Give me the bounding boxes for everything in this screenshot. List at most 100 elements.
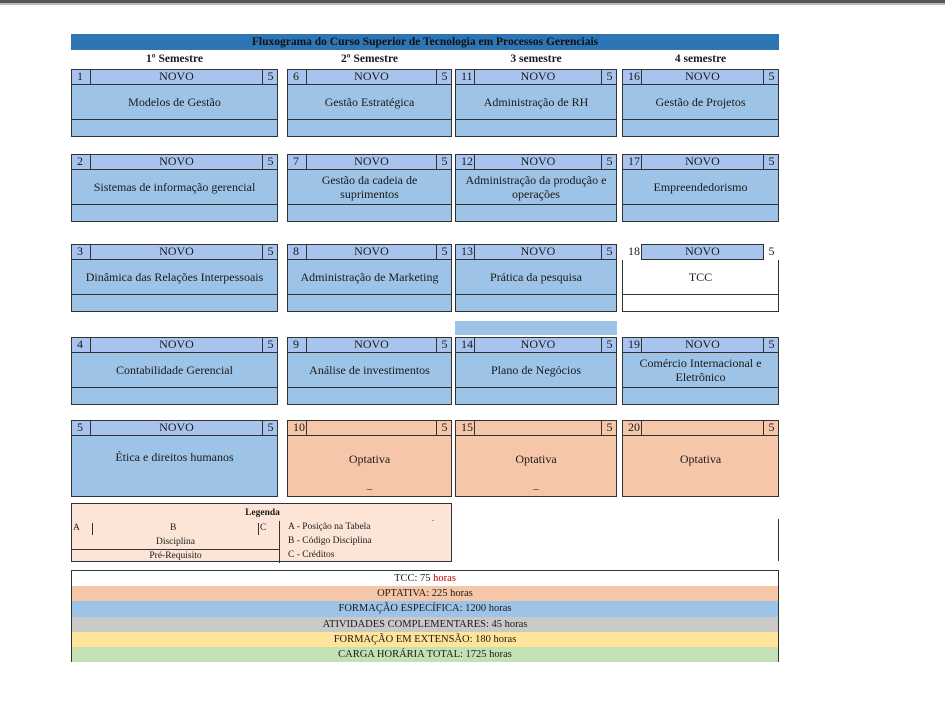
page-title: Fluxograma do Curso Superior de Tecnolog… — [71, 34, 779, 50]
semester-2-header: 2º Semestre — [341, 53, 398, 65]
course-name: Prática da pesquisa — [455, 260, 617, 294]
course-credits: 5 — [436, 337, 452, 353]
legend-sample: A B C Disciplina Pré-Requisito — [72, 521, 280, 563]
course-header — [71, 337, 278, 353]
course-prereq — [287, 294, 452, 312]
course-position: 20 — [622, 420, 642, 436]
course-position: 15 — [455, 420, 475, 436]
legend-prereq: Pré-Requisito — [149, 551, 202, 561]
course-credits: 5 — [601, 337, 617, 353]
course-credits: 5 — [601, 69, 617, 85]
legend-box: Legenda A B C Disciplina Pré-Requisito A… — [71, 503, 452, 563]
course-header — [71, 244, 278, 260]
course-tag: NOVO — [685, 69, 720, 83]
summary-unit: horas — [433, 573, 456, 584]
course-credits: 5 — [601, 420, 617, 436]
course-tag: NOVO — [520, 154, 556, 168]
course-position: 18 — [622, 244, 642, 260]
summary-row: TCC: 75 horas — [72, 571, 778, 587]
course-tag: NOVO — [685, 154, 720, 168]
legend-disciplina: Disciplina — [155, 537, 196, 547]
course-tag: NOVO — [520, 337, 556, 351]
course-name: Optativa — [287, 436, 452, 497]
course-tag: NOVO — [159, 244, 194, 258]
course-position: 6 — [287, 69, 307, 85]
summary-label: FORMAÇÃO EM EXTENSÃO: 180 horas — [333, 633, 517, 645]
course-credits: 5 — [763, 69, 779, 85]
course-position: 3 — [71, 244, 91, 260]
course-credits: 5 — [436, 244, 452, 260]
course-name: Gestão Estratégica — [287, 85, 452, 119]
course-header — [455, 244, 617, 260]
course-name: Modelos de Gestão — [71, 85, 278, 119]
course-name: Administração da produção e operações — [455, 170, 617, 204]
course-header — [71, 69, 278, 85]
course-name: Gestão de Projetos — [622, 85, 779, 119]
course-header — [287, 337, 452, 353]
course-prereq — [287, 387, 452, 405]
course-tag: NOVO — [354, 69, 389, 83]
course-extra: _ — [366, 479, 373, 491]
summary-label: ATIVIDADES COMPLEMENTARES: 45 horas — [322, 618, 528, 630]
course-position: 4 — [71, 337, 91, 353]
course-header — [71, 154, 278, 170]
course-tag: NOVO — [354, 244, 389, 258]
course-tag: NOVO — [159, 154, 194, 168]
course-header — [622, 69, 779, 85]
course-name: Optativa — [622, 436, 779, 497]
course-header — [455, 337, 617, 353]
course-credits: 5 — [262, 420, 278, 436]
course-header — [455, 420, 617, 436]
course-header — [622, 154, 779, 170]
course-name: Plano de Negócios — [455, 353, 617, 387]
course-position: 11 — [455, 69, 475, 85]
course-name: Administração de RH — [455, 85, 617, 119]
course-header — [455, 69, 617, 85]
course-header — [287, 69, 452, 85]
legend-divider — [279, 521, 280, 563]
course-position: 14 — [455, 337, 475, 353]
course-position: 5 — [71, 420, 91, 436]
summary-row: CARGA HORÁRIA TOTAL: 1725 horas — [72, 646, 778, 663]
course-name: Optativa — [455, 436, 617, 497]
course-position: 16 — [622, 69, 642, 85]
course-name: Gestão da cadeia de suprimentos — [287, 170, 452, 204]
course-tag — [475, 420, 601, 436]
course-tag: NOVO — [520, 244, 556, 258]
course-credits: 5 — [601, 244, 617, 260]
course-header — [622, 420, 779, 436]
course-header — [287, 154, 452, 170]
semester-3-header: 3 semestre — [510, 53, 562, 65]
course-position: 19 — [622, 337, 642, 353]
course-prereq — [622, 204, 779, 222]
course-position: 2 — [71, 154, 91, 170]
course-credits: 5 — [262, 244, 278, 260]
course-name: Contabilidade Gerencial — [71, 353, 278, 387]
course-prereq — [455, 119, 617, 137]
legend-b: B — [170, 523, 177, 533]
course-prereq — [287, 204, 452, 222]
course-prereq — [455, 387, 617, 405]
course-prereq — [455, 204, 617, 222]
course-prereq — [622, 294, 779, 312]
course-header — [71, 420, 278, 436]
course-name: Dinâmica das Relações Interpessoais — [71, 260, 278, 294]
course-tag: NOVO — [354, 154, 389, 168]
course-tag: NOVO — [685, 244, 720, 258]
legend-divider — [72, 549, 279, 550]
window-top-border — [0, 0, 945, 3]
course-credits: 5 — [763, 244, 779, 260]
course-name: Comércio Internacional e Eletrônico — [622, 353, 779, 387]
